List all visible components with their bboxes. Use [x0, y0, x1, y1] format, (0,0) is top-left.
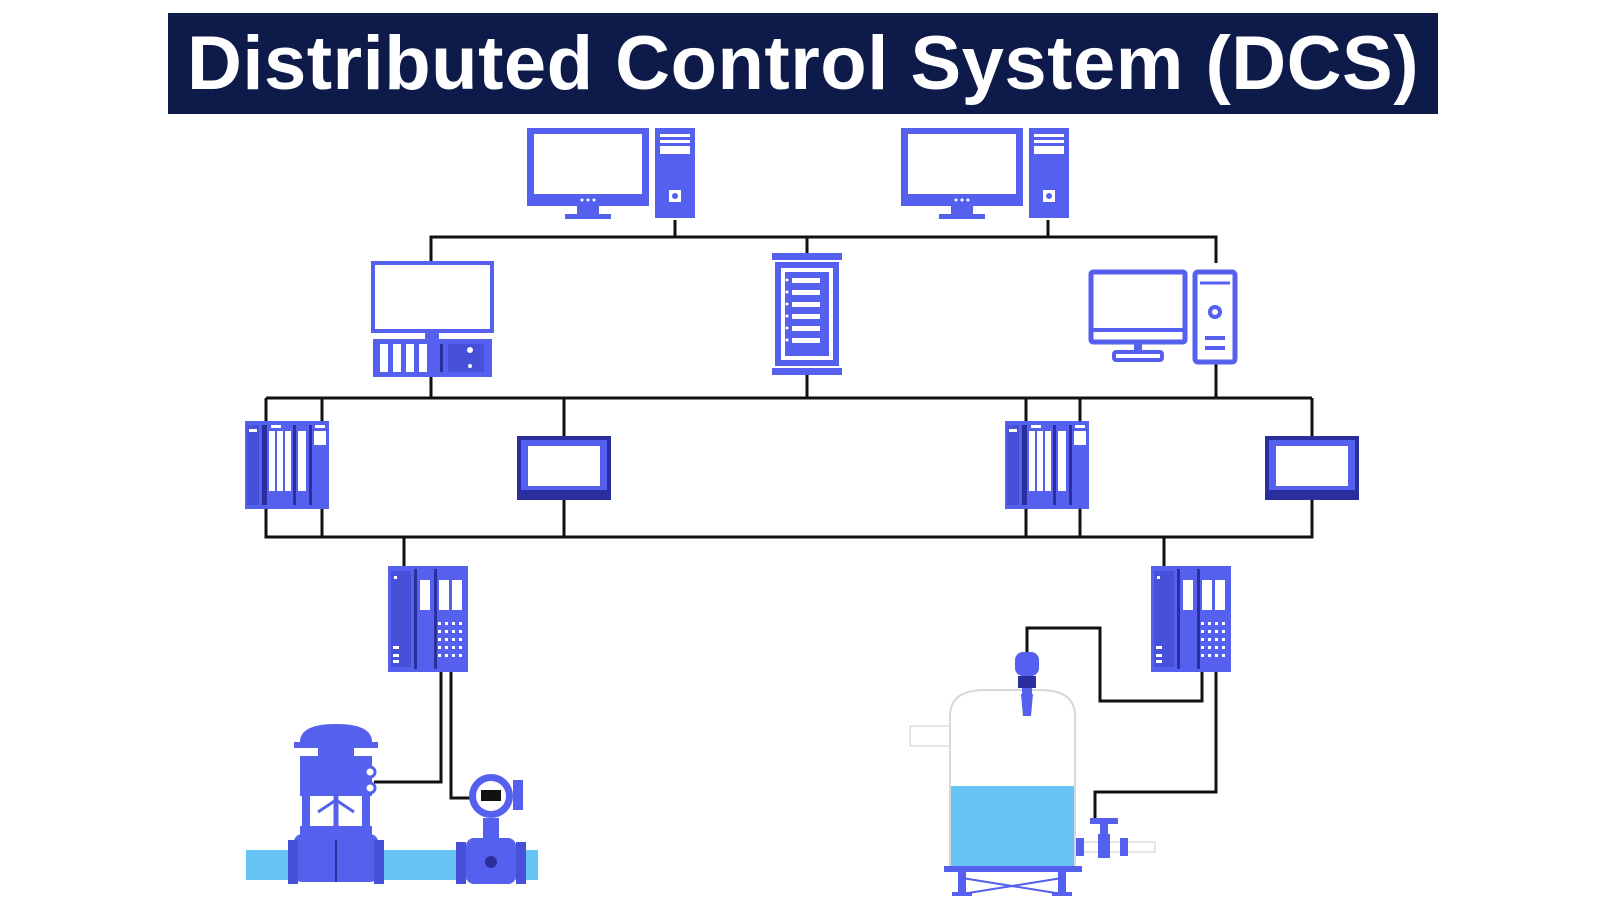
control-valve-icon — [288, 724, 384, 884]
level-tank — [909, 689, 1156, 896]
operator-station-1 — [527, 128, 695, 219]
io-module-2 — [1151, 566, 1231, 672]
level-transmitter — [1015, 652, 1039, 716]
plc-rack-icon — [245, 421, 329, 509]
io-module-1 — [388, 566, 468, 672]
desktop-computer-icon — [527, 128, 695, 219]
monitor-controller-icon — [371, 261, 494, 377]
title-banner: Distributed Control System (DCS) — [168, 13, 1438, 114]
desktop-computer-outline-icon — [1088, 269, 1238, 365]
hmi-panel-1 — [517, 436, 611, 500]
server-rack-icon — [772, 253, 842, 375]
flow-transmitter-icon — [456, 774, 526, 884]
io-module-icon — [1151, 566, 1231, 672]
hmi-panel-icon — [1265, 436, 1359, 500]
plc-rack-icon — [1005, 421, 1089, 509]
hmi-panel-icon — [517, 436, 611, 500]
flow-transmitter — [456, 774, 526, 884]
engineering-station — [371, 261, 494, 377]
operator-station-2 — [901, 128, 1069, 219]
controller-2 — [1005, 421, 1089, 509]
server — [772, 253, 842, 375]
level-transmitter-icon — [1015, 652, 1039, 716]
hmi-panel-2 — [1265, 436, 1359, 500]
controller-1 — [245, 421, 329, 509]
historian-station — [1088, 269, 1238, 365]
control-valve — [288, 724, 384, 884]
page-title: Distributed Control System (DCS) — [186, 21, 1420, 106]
io-module-icon — [388, 566, 468, 672]
tank-icon — [909, 689, 1156, 896]
desktop-computer-icon — [901, 128, 1069, 219]
